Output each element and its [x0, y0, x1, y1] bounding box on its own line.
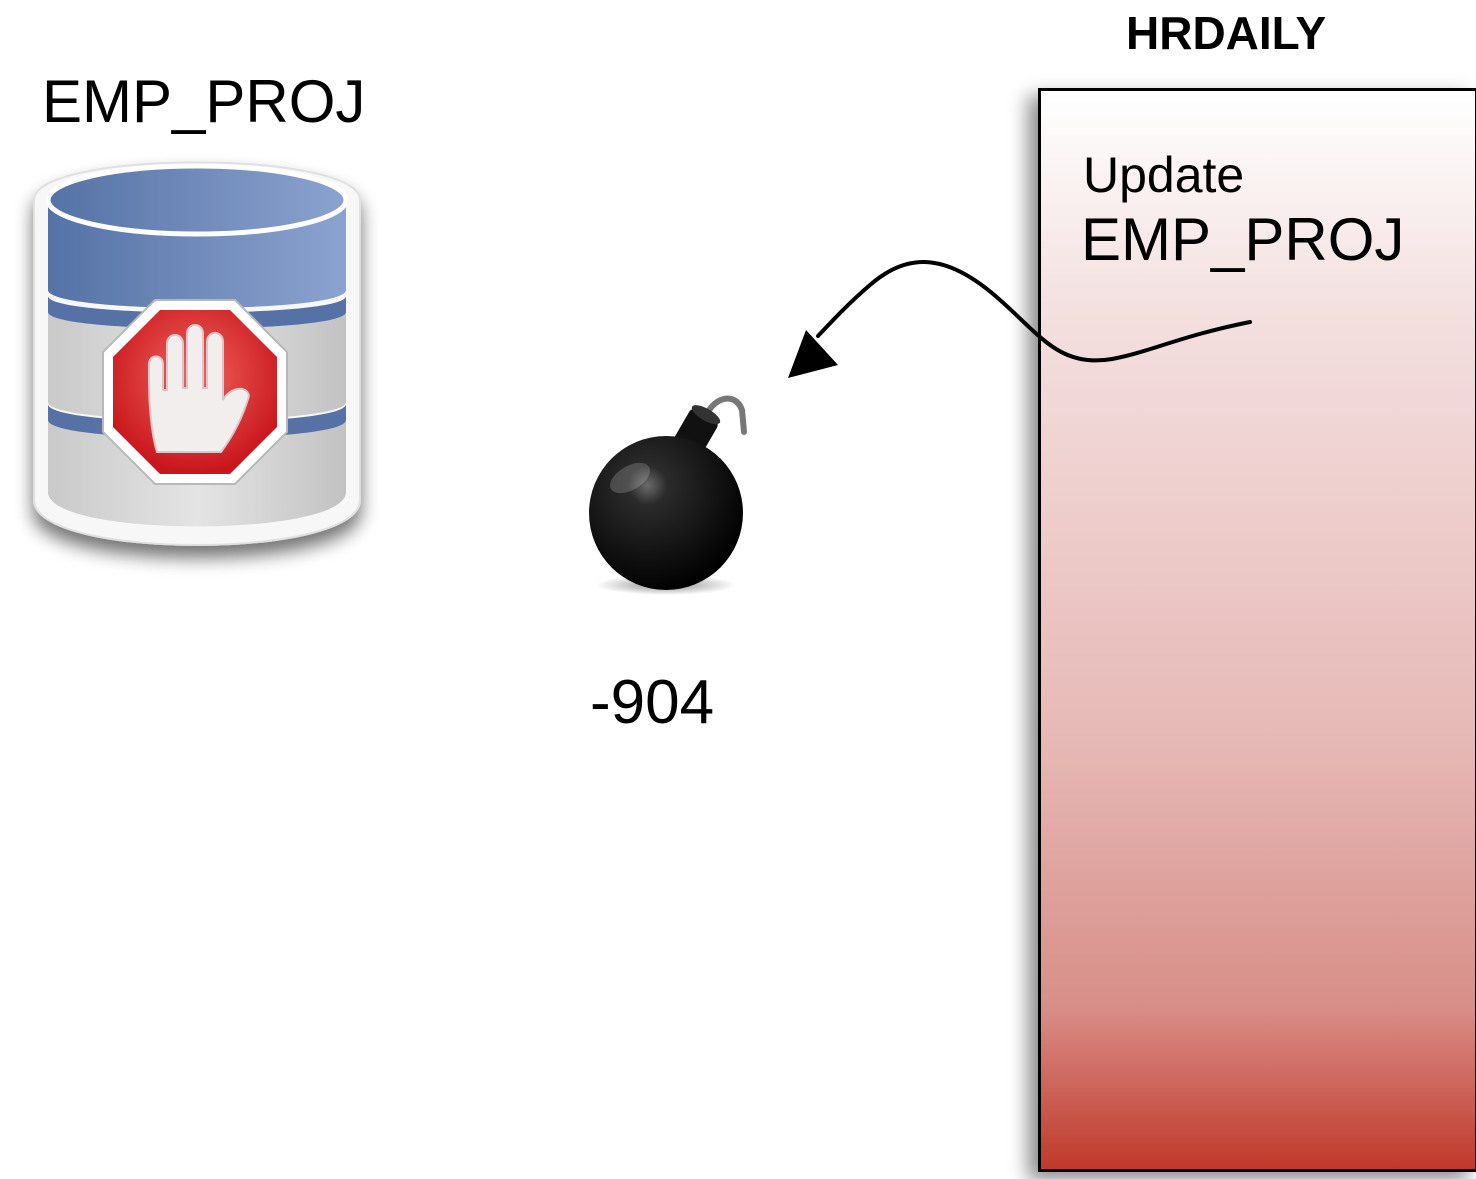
job-step-object: EMP_PROJ — [1081, 206, 1405, 273]
job-box — [1038, 88, 1476, 1172]
job-title: HRDAILY — [1126, 7, 1327, 59]
database-label: EMP_PROJ — [42, 68, 366, 135]
bomb-icon — [589, 395, 747, 595]
job-step-verb: Update — [1083, 147, 1245, 203]
database-stop-icon — [33, 161, 361, 546]
sqlcode-label: -904 — [590, 668, 715, 737]
